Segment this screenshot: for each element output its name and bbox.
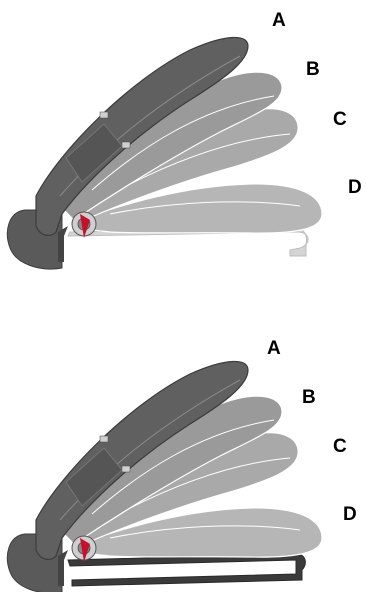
label-position-d: D bbox=[348, 177, 362, 198]
label-position-a: A bbox=[267, 338, 281, 359]
label-position-d: D bbox=[343, 504, 357, 525]
seat-illustration-bottom bbox=[7, 361, 322, 592]
diagram-bottom: A B C D bbox=[7, 338, 356, 592]
label-position-a: A bbox=[272, 10, 286, 31]
diagram-top: A B C D bbox=[7, 10, 361, 269]
label-position-c: C bbox=[333, 436, 347, 457]
label-position-c: C bbox=[333, 109, 347, 130]
label-position-b: B bbox=[306, 59, 320, 80]
label-position-b: B bbox=[302, 387, 316, 408]
frame-rail-dark bbox=[68, 554, 305, 586]
